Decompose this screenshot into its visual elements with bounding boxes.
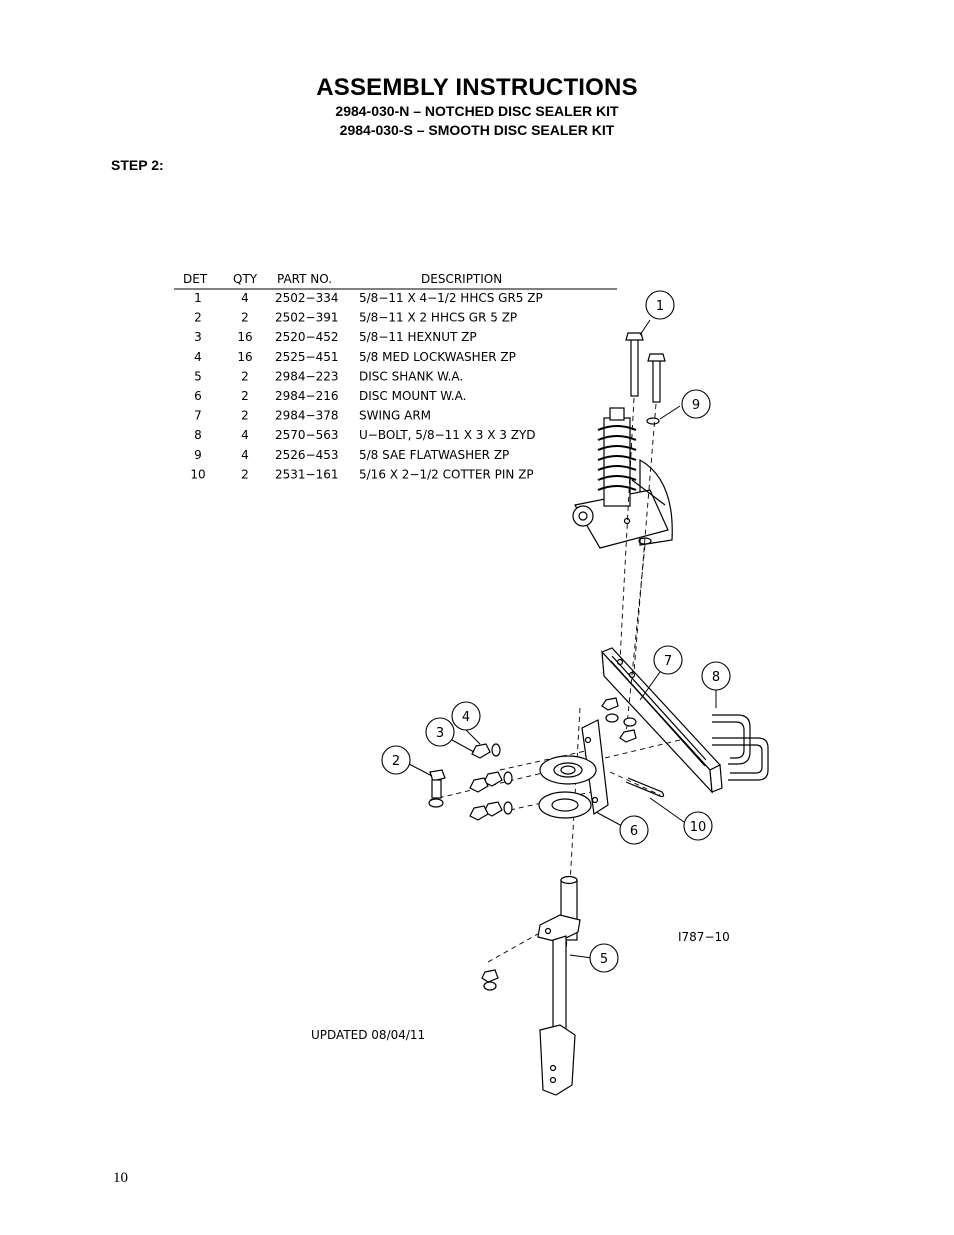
table-cell-qty: 4 (241, 428, 249, 442)
swing-arm (600, 647, 723, 794)
svg-text:9: 9 (692, 398, 700, 413)
updated-note: UPDATED 08/04/11 (311, 1028, 425, 1042)
callout-3: 3 (425, 717, 455, 747)
table-cell-description: U−BOLT, 5/8−11 X 3 X 3 ZYD (359, 428, 536, 442)
kit-subtitle-notched: 2984-030-N – NOTCHED DISC SEALER KIT (335, 103, 619, 119)
callout-6: 6 (619, 815, 649, 845)
svg-text:4: 4 (462, 710, 470, 725)
svg-text:3: 3 (436, 726, 444, 741)
callout-9: 9 (681, 389, 711, 419)
short-bolt (428, 769, 446, 808)
table-cell-description: SWING ARM (359, 409, 431, 423)
table-cell-description: 5/8 SAE FLATWASHER ZP (359, 448, 509, 462)
callout-4: 4 (451, 701, 481, 731)
table-cell-description: 5/16 X 2−1/2 COTTER PIN ZP (359, 467, 534, 481)
callout-1: 1 (645, 290, 675, 320)
table-cell-description: 5/8−11 X 2 HHCS GR 5 ZP (359, 311, 517, 325)
page-number: 10 (113, 1170, 128, 1186)
table-cell-qty: 2 (241, 389, 249, 403)
table-cell-qty: 4 (241, 291, 249, 305)
disc-shank (537, 875, 581, 1096)
svg-text:2: 2 (392, 754, 400, 769)
table-cell-description: DISC MOUNT W.A. (359, 389, 466, 403)
table-cell-part-no: 2525−451 (275, 350, 339, 364)
callout-5: 5 (589, 943, 619, 973)
table-cell-det: 8 (194, 428, 202, 442)
table-cell-description: 5/8 MED LOCKWASHER ZP (359, 350, 516, 364)
table-cell-det: 1 (194, 291, 202, 305)
table-cell-part-no: 2526−453 (275, 448, 339, 462)
kit-subtitle-smooth: 2984-030-S – SMOOTH DISC SEALER KIT (339, 122, 615, 138)
svg-text:1: 1 (656, 299, 664, 314)
svg-text:6: 6 (630, 824, 638, 839)
table-cell-part-no: 2984−223 (275, 369, 339, 383)
callout-10: 10 (683, 811, 713, 841)
table-cell-part-no: 2502−391 (275, 311, 339, 325)
cotter-pin (625, 777, 665, 798)
callout-balloons: 1 9 7 8 4 3 2 6 10 5 (381, 290, 731, 973)
callout-leaders (408, 319, 717, 959)
step-label: STEP 2: (111, 157, 164, 173)
disc-mount (538, 719, 609, 819)
table-cell-part-no: 2984−216 (275, 389, 339, 403)
table-cell-description: 5/8−11 HEXNUT ZP (359, 330, 477, 344)
table-cell-det: 6 (194, 389, 202, 403)
page-title: ASSEMBLY INSTRUCTIONS (316, 74, 638, 101)
table-cell-qty: 2 (241, 369, 249, 383)
nuts-and-washers (469, 697, 637, 991)
table-cell-qty: 2 (241, 467, 249, 481)
table-header-qty: QTY (233, 272, 258, 286)
svg-text:7: 7 (664, 654, 672, 669)
table-cell-det: 2 (194, 311, 202, 325)
table-cell-det: 9 (194, 448, 202, 462)
table-cell-det: 10 (190, 467, 205, 481)
table-cell-qty: 2 (241, 409, 249, 423)
callout-7: 7 (653, 645, 683, 675)
table-cell-part-no: 2531−161 (275, 467, 339, 481)
callout-2: 2 (381, 745, 411, 775)
svg-text:5: 5 (600, 952, 608, 967)
u-bolts (712, 714, 769, 781)
svg-text:8: 8 (712, 670, 720, 685)
table-cell-part-no: 2502−334 (275, 291, 339, 305)
table-cell-qty: 2 (241, 311, 249, 325)
table-cell-det: 4 (194, 350, 202, 364)
table-header-part-no: PART NO. (277, 272, 332, 286)
spring-assembly (572, 407, 673, 549)
table-header-det: DET (183, 272, 208, 286)
table-header-description: DESCRIPTION (421, 272, 502, 286)
table-cell-det: 3 (194, 330, 202, 344)
drawing-number: I787−10 (678, 930, 730, 944)
table-cell-det: 5 (194, 369, 202, 383)
table-cell-description: DISC SHANK W.A. (359, 369, 463, 383)
long-bolts (625, 332, 666, 425)
table-cell-qty: 4 (241, 448, 249, 462)
table-cell-description: 5/8−11 X 4−1/2 HHCS GR5 ZP (359, 291, 543, 305)
table-cell-qty: 16 (237, 330, 252, 344)
table-cell-part-no: 2984−378 (275, 409, 339, 423)
table-cell-qty: 16 (237, 350, 252, 364)
table-cell-part-no: 2520−452 (275, 330, 339, 344)
svg-text:10: 10 (690, 820, 707, 835)
table-cell-part-no: 2570−563 (275, 428, 339, 442)
table-cell-det: 7 (194, 409, 202, 423)
callout-8: 8 (701, 661, 731, 691)
parts-table: DET QTY PART NO. DESCRIPTION 1 4 2502−334 5… (174, 272, 617, 481)
